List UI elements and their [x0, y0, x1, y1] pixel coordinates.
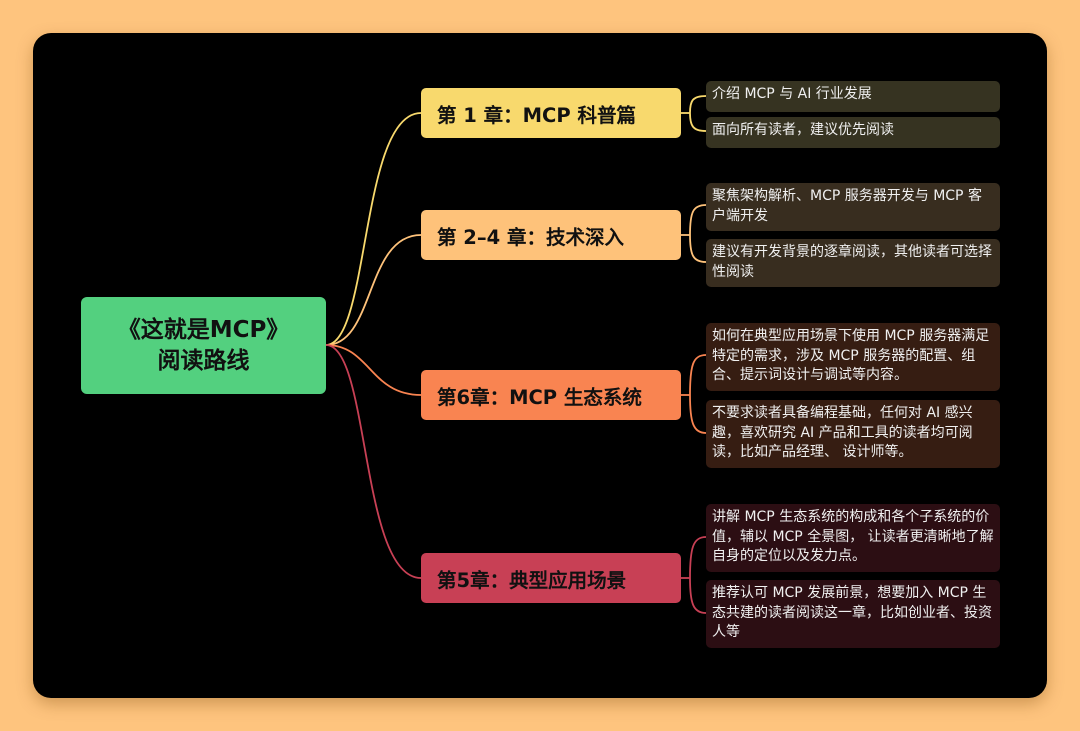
chapter-1-note-2[interactable]: 面向所有读者，建议优先阅读	[706, 117, 1000, 148]
root-topic[interactable]: 《这就是MCP》 阅读路线	[81, 297, 326, 394]
chapter-5-node[interactable]: 第5章：典型应用场景	[421, 553, 681, 603]
chapter-1-note-1[interactable]: 介绍 MCP 与 AI 行业发展	[706, 81, 1000, 112]
chapter-5-title: 第5章：典型应用场景	[437, 568, 627, 592]
chapter-6-node[interactable]: 第6章：MCP 生态系统	[421, 370, 681, 420]
root-title-line2: 阅读路线	[157, 347, 250, 374]
note-text: 聚焦架构解析、MCP 服务器开发与 MCP 客户端开发	[712, 188, 982, 224]
note-text: 不要求读者具备编程基础，任何对 AI 感兴趣，喜欢研究 AI 产品和工具的读者均…	[712, 405, 973, 460]
chapter-6-note-2[interactable]: 不要求读者具备编程基础，任何对 AI 感兴趣，喜欢研究 AI 产品和工具的读者均…	[706, 400, 1000, 468]
chapter-6-title: 第6章：MCP 生态系统	[437, 385, 642, 409]
note-text: 如何在典型应用场景下使用 MCP 服务器满足特定的需求，涉及 MCP 服务器的配…	[712, 328, 990, 383]
chapter-1-title: 第 1 章：MCP 科普篇	[437, 103, 636, 127]
note-text: 建议有开发背景的逐章阅读，其他读者可选择性阅读	[712, 244, 992, 280]
chapter-2-4-node[interactable]: 第 2–4 章：技术深入	[421, 210, 681, 260]
chapter-5-note-2[interactable]: 推荐认可 MCP 发展前景，想要加入 MCP 生态共建的读者阅读这一章，比如创业…	[706, 580, 1000, 648]
chapter-5-note-1[interactable]: 讲解 MCP 生态系统的构成和各个子系统的价值，辅以 MCP 全景图， 让读者更…	[706, 504, 1000, 572]
chapter-6-note-1[interactable]: 如何在典型应用场景下使用 MCP 服务器满足特定的需求，涉及 MCP 服务器的配…	[706, 323, 1000, 391]
note-text: 介绍 MCP 与 AI 行业发展	[712, 86, 872, 102]
chapter-2-4-note-1[interactable]: 聚焦架构解析、MCP 服务器开发与 MCP 客户端开发	[706, 183, 1000, 231]
chapter-2-4-title: 第 2–4 章：技术深入	[437, 225, 624, 249]
chapter-1-node[interactable]: 第 1 章：MCP 科普篇	[421, 88, 681, 138]
note-text: 推荐认可 MCP 发展前景，想要加入 MCP 生态共建的读者阅读这一章，比如创业…	[712, 585, 992, 640]
note-text: 讲解 MCP 生态系统的构成和各个子系统的价值，辅以 MCP 全景图， 让读者更…	[712, 509, 994, 564]
root-title-line1: 《这就是MCP》	[117, 316, 290, 343]
note-text: 面向所有读者，建议优先阅读	[712, 122, 894, 138]
chapter-2-4-note-2[interactable]: 建议有开发背景的逐章阅读，其他读者可选择性阅读	[706, 239, 1000, 287]
